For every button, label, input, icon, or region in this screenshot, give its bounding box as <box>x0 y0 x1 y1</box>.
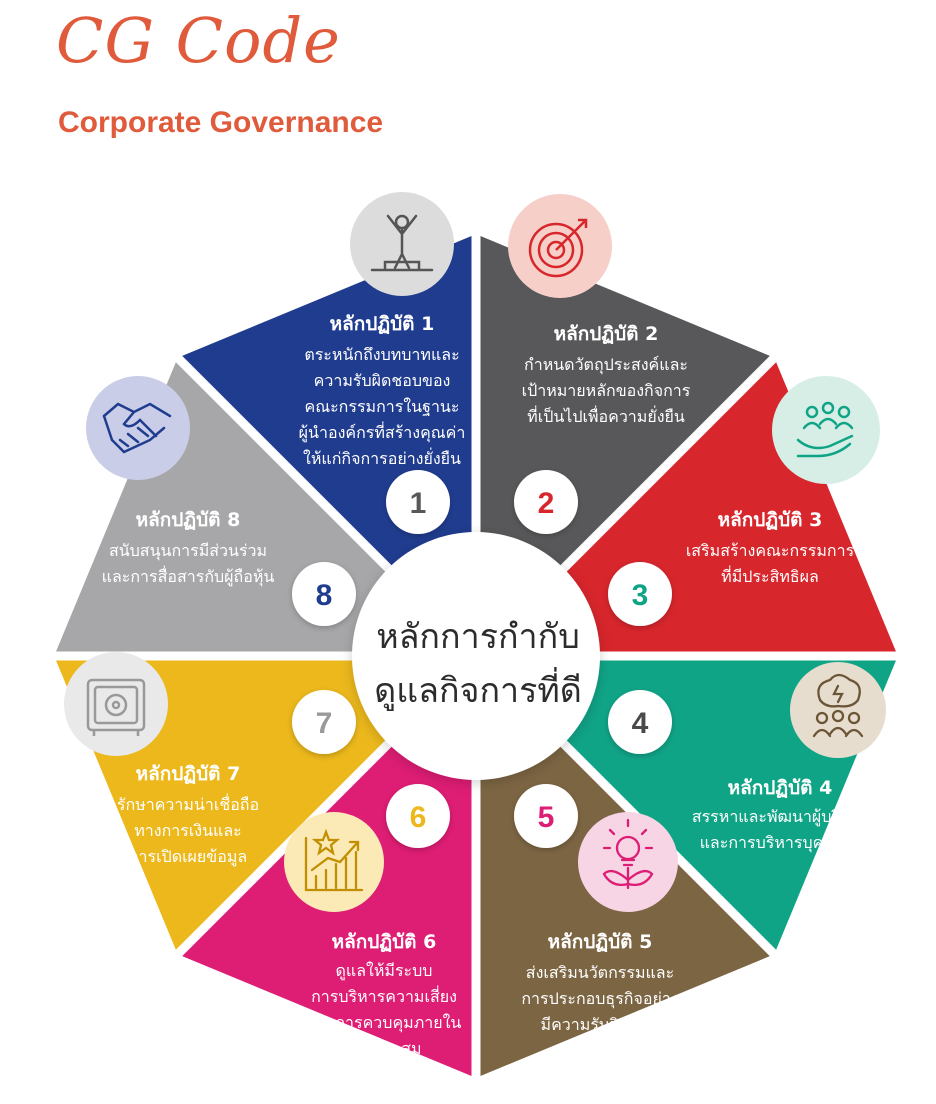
growth-chart-icon <box>284 812 384 912</box>
svg-text:ที่มีประสิทธิผล: ที่มีประสิทธิผล <box>721 565 819 586</box>
svg-text:ที่เหมาะสม: ที่เหมาะสม <box>347 1037 422 1058</box>
principle-3-text: หลักปฏิบัติ 3 เสริมสร้างคณะกรรมการ ที่มี… <box>686 509 855 586</box>
principle-4-text: หลักปฏิบัติ 4 สรรหาและพัฒนาผู้บริหาร และ… <box>692 777 869 853</box>
principle-1-text: หลักปฏิบัติ 1 ตระหนักถึงบทบาทและ ความรับ… <box>299 313 466 468</box>
svg-text:2: 2 <box>538 487 555 520</box>
svg-text:สรรหาและพัฒนาผู้บริหาร: สรรหาและพัฒนาผู้บริหาร <box>692 807 869 827</box>
svg-text:การประกอบธุรกิจอย่าง: การประกอบธุรกิจอย่าง <box>521 989 678 1009</box>
people-hand-icon <box>772 376 880 484</box>
center-circle <box>352 532 600 780</box>
center-line-2: ดูแลกิจการที่ดี <box>374 667 582 711</box>
number-badge-8: 8 <box>292 562 356 626</box>
svg-text:3: 3 <box>632 579 649 612</box>
svg-text:6: 6 <box>410 801 427 834</box>
handshake-icon <box>86 376 190 480</box>
number-badge-4: 4 <box>608 690 672 754</box>
principle-6-text: หลักปฏิบัติ 6 ดูแลให้มีระบบ การบริหารควา… <box>307 931 462 1058</box>
svg-text:และการควบคุมภายใน: และการควบคุมภายใน <box>307 1013 462 1033</box>
safe-icon <box>64 652 168 756</box>
svg-text:4: 4 <box>632 707 649 740</box>
number-badge-1: 1 <box>386 470 450 534</box>
brain-team-icon <box>790 662 886 758</box>
svg-text:8: 8 <box>316 579 333 612</box>
svg-text:การบริหารความเสี่ยง: การบริหารความเสี่ยง <box>311 985 457 1006</box>
principle-5-title: หลักปฏิบัติ 5 <box>548 931 653 953</box>
number-badge-7: 7 <box>292 690 356 754</box>
principle-3-title: หลักปฏิบัติ 3 <box>718 509 823 531</box>
principle-6-title: หลักปฏิบัติ 6 <box>332 931 437 953</box>
center-line-1: หลักการกำกับ <box>376 617 580 657</box>
svg-text:ส่งเสริมนวัตกรรมและ: ส่งเสริมนวัตกรรมและ <box>526 963 674 982</box>
svg-text:ดูแลให้มีระบบ: ดูแลให้มีระบบ <box>336 961 433 981</box>
svg-text:1: 1 <box>410 487 427 520</box>
number-badge-6: 6 <box>386 784 450 848</box>
svg-text:ความรับผิดชอบของ: ความรับผิดชอบของ <box>314 371 451 390</box>
svg-text:ทางการเงินและ: ทางการเงินและ <box>134 821 242 840</box>
lightbulb-plant-icon <box>578 812 678 912</box>
principle-7-text: หลักปฏิบัติ 7 รักษาความน่าเชื่อถือ ทางกา… <box>117 763 259 867</box>
svg-text:ให้แก่กิจการอย่างยั่งยืน: ให้แก่กิจการอย่างยั่งยืน <box>303 447 461 468</box>
svg-text:กำหนดวัตถุประสงค์และ: กำหนดวัตถุประสงค์และ <box>524 355 688 375</box>
svg-text:สนับสนุนการมีส่วนร่วม: สนับสนุนการมีส่วนร่วม <box>109 541 267 561</box>
principle-1-title: หลักปฏิบัติ 1 <box>330 313 435 335</box>
page-title: CG Code <box>56 4 341 77</box>
svg-text:ตระหนักถึงบทบาทและ: ตระหนักถึงบทบาทและ <box>304 345 459 364</box>
svg-text:5: 5 <box>538 801 555 834</box>
svg-text:ผู้นำองค์กรที่สร้างคุณค่า: ผู้นำองค์กรที่สร้างคุณค่า <box>299 421 466 443</box>
number-badge-2: 2 <box>514 470 578 534</box>
svg-text:การเปิดเผยข้อมูล: การเปิดเผยข้อมูล <box>129 847 247 867</box>
svg-text:มีความรับผิดชอบ: มีความรับผิดชอบ <box>541 1015 660 1034</box>
target-icon <box>508 194 612 298</box>
number-badge-5: 5 <box>514 784 578 848</box>
svg-text:เป้าหมายหลักของกิจการ: เป้าหมายหลักของกิจการ <box>522 381 691 400</box>
number-badge-3: 3 <box>608 562 672 626</box>
principle-8-title: หลักปฏิบัติ 8 <box>136 509 241 531</box>
svg-text:และการบริหารบุคลากร: และการบริหารบุคลากร <box>700 833 861 853</box>
principle-8-text: หลักปฏิบัติ 8 สนับสนุนการมีส่วนร่วม และก… <box>102 509 275 587</box>
leader-podium-icon <box>350 192 454 296</box>
svg-text:เสริมสร้างคณะกรรมการ: เสริมสร้างคณะกรรมการ <box>686 541 855 560</box>
svg-text:และการสื่อสารกับผู้ถือหุ้น: และการสื่อสารกับผู้ถือหุ้น <box>102 565 275 587</box>
principle-4-title: หลักปฏิบัติ 4 <box>728 777 833 799</box>
svg-text:ที่เป็นไปเพื่อความยั่งยืน: ที่เป็นไปเพื่อความยั่งยืน <box>527 405 685 426</box>
principle-5-text: หลักปฏิบัติ 5 ส่งเสริมนวัตกรรมและ การประ… <box>521 931 678 1034</box>
principle-2-text: หลักปฏิบัติ 2 กำหนดวัตถุประสงค์และ เป้าห… <box>522 323 691 426</box>
principle-7-title: หลักปฏิบัติ 7 <box>136 763 241 785</box>
page-subtitle: Corporate Governance <box>58 106 384 139</box>
svg-text:รักษาความน่าเชื่อถือ: รักษาความน่าเชื่อถือ <box>117 793 259 814</box>
svg-text:คณะกรรมการในฐานะ: คณะกรรมการในฐานะ <box>305 397 460 416</box>
principle-2-title: หลักปฏิบัติ 2 <box>554 323 659 345</box>
svg-text:7: 7 <box>316 707 333 740</box>
